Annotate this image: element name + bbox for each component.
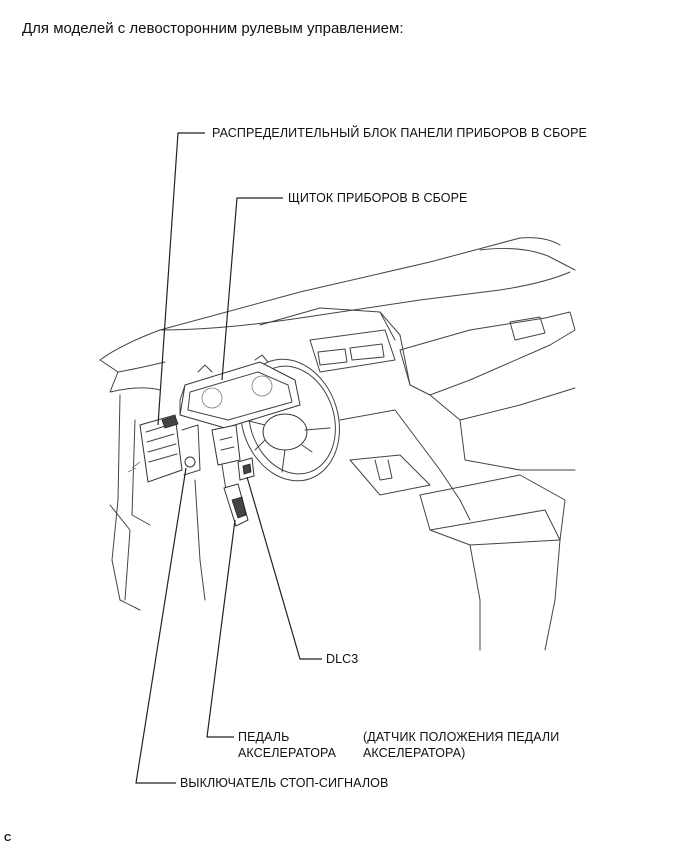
leader-accelerator-pedal (206, 519, 236, 738)
label-accelerator-pedal: ПЕДАЛЬ АКСЕЛЕРАТОРА (238, 730, 337, 760)
junction-block-part (127, 414, 201, 483)
label-dlc3: DLC3 (326, 652, 359, 666)
label-pedal-sensor: (ДАТЧИК ПОЛОЖЕНИЯ ПЕДАЛИ АКСЕЛЕРАТОРА) (363, 730, 560, 760)
page-heading: Для моделей с левосторонним рулевым упра… (22, 20, 404, 37)
dashboard-outline (99, 237, 576, 651)
leader-lines (135, 132, 322, 784)
figure-corner-mark: C (4, 833, 12, 844)
leader-instrument-cluster (221, 197, 283, 381)
leader-junction-block (157, 132, 205, 426)
label-instrument-cluster: ЩИТОК ПРИБОРОВ В СБОРЕ (288, 191, 468, 205)
steering-wheel (239, 358, 341, 482)
label-junction-block: РАСПРЕДЕЛИТЕЛЬНЫЙ БЛОК ПАНЕЛИ ПРИБОРОВ В… (212, 126, 587, 140)
instrument-cluster-part (179, 354, 301, 429)
leader-dlc3 (246, 476, 322, 660)
accelerator-pedal-part (211, 424, 255, 527)
leader-stop-light-switch (135, 467, 187, 784)
label-stop-light-switch: ВЫКЛЮЧАТЕЛЬ СТОП-СИГНАЛОВ (180, 776, 389, 790)
